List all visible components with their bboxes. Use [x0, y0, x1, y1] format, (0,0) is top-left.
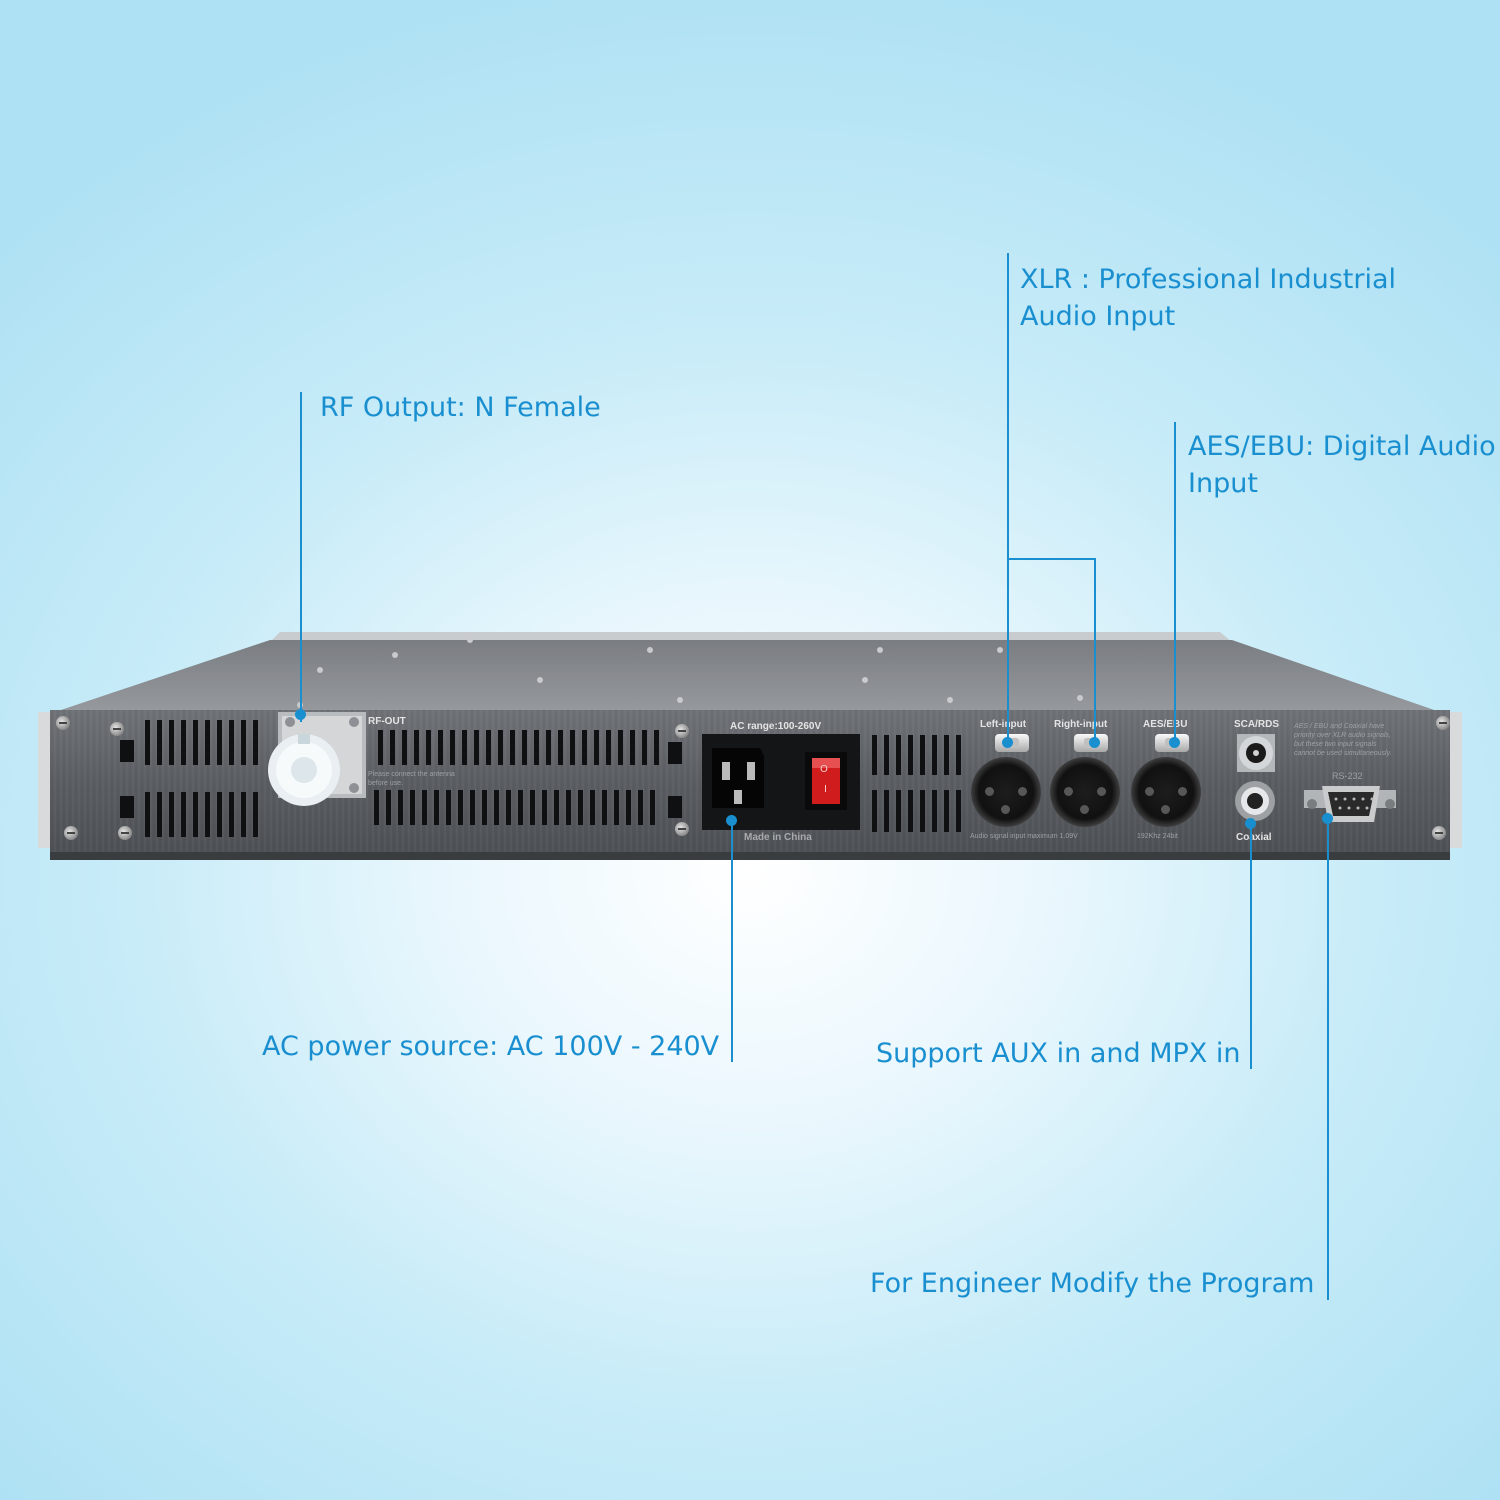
- ac-callout-line: [731, 820, 733, 1062]
- priority-note-2: priority over XLR audio signals,: [1294, 732, 1391, 739]
- sca-rds-label: SCA/RDS: [1234, 719, 1280, 730]
- switch-off-mark: O: [820, 764, 828, 775]
- screw: [1432, 826, 1446, 840]
- rf-callout-line: [300, 392, 302, 722]
- left-input-label: Left-input: [980, 719, 1027, 730]
- screw: [56, 716, 70, 730]
- made-in-label: Made in China: [744, 832, 812, 843]
- vent-grille-left: [120, 720, 682, 837]
- rf-output-callout: RF Output: N Female: [320, 392, 601, 423]
- rf-callout-dot: [295, 709, 306, 720]
- coaxial-label: Coaxial: [1236, 832, 1272, 843]
- rf-note-line2: before use.: [368, 780, 404, 787]
- engineer-callout-dot: [1322, 813, 1333, 824]
- aes-callout-dot: [1169, 737, 1180, 748]
- device-top-surface: [55, 640, 1440, 712]
- aes-ebu-label: AES/EBU: [1143, 719, 1188, 730]
- xlr-right-input-connector: [1050, 757, 1120, 827]
- screw: [64, 826, 78, 840]
- vent-grille-middle: [872, 735, 961, 832]
- xlr-callout-line2: Audio Input: [1020, 301, 1176, 332]
- rca-connector: [1235, 781, 1275, 821]
- ac-callout-dot: [726, 815, 737, 826]
- rf-note-line1: Please connect the antenna: [368, 771, 455, 778]
- engineer-callout-line: [1327, 818, 1329, 1300]
- aes-ebu-connector: [1131, 757, 1201, 827]
- xlr-callout-line1: XLR : Professional Industrial: [1020, 264, 1397, 295]
- aux-mpx-callout: Support AUX in and MPX in: [876, 1038, 1241, 1069]
- right-input-label: Right-input: [1054, 719, 1108, 730]
- rf-out-label: RF-OUT: [368, 716, 406, 727]
- audio-max-label: Audio signal input maximum 1.09V: [970, 833, 1078, 840]
- xlr-callout-line: [1007, 253, 1009, 743]
- priority-note-1: AES / EBU and Coaxial have: [1294, 723, 1385, 730]
- n-female-connector: [268, 712, 366, 806]
- ac-power-module: [702, 734, 860, 830]
- rs232-label: RS-232: [1332, 771, 1363, 781]
- aes-spec-label: 192Khz 24bit: [1137, 833, 1178, 840]
- aux-callout-dot: [1245, 818, 1256, 829]
- xlr-callout-line-right: [1094, 558, 1096, 743]
- aes-callout-line: [1174, 422, 1176, 744]
- xlr-callout-branch: [1007, 558, 1096, 560]
- xlr-left-input-connector: [971, 757, 1041, 827]
- screw: [675, 724, 689, 738]
- screw: [118, 826, 132, 840]
- rs232-connector: [1304, 786, 1396, 822]
- priority-note-3: but these two input signals: [1294, 741, 1377, 748]
- ac-power-callout: AC power source: AC 100V - 240V: [262, 1031, 720, 1062]
- engineer-callout: For Engineer Modify the Program: [870, 1268, 1315, 1299]
- aes-callout-line1: AES/EBU: Digital Audio: [1188, 431, 1496, 462]
- xlr-right-dot: [1089, 737, 1100, 748]
- xlr-left-dot: [1002, 737, 1013, 748]
- aes-callout-line2: Input: [1188, 468, 1258, 499]
- screw: [1436, 716, 1450, 730]
- screw: [675, 822, 689, 836]
- screw: [110, 722, 124, 736]
- switch-on-mark: I: [824, 784, 827, 795]
- aux-callout-line: [1250, 823, 1252, 1069]
- bnc-connector: [1237, 734, 1275, 772]
- ac-range-label: AC range:100-260V: [730, 721, 822, 732]
- priority-note-4: cannot be used simultaneously.: [1294, 750, 1392, 757]
